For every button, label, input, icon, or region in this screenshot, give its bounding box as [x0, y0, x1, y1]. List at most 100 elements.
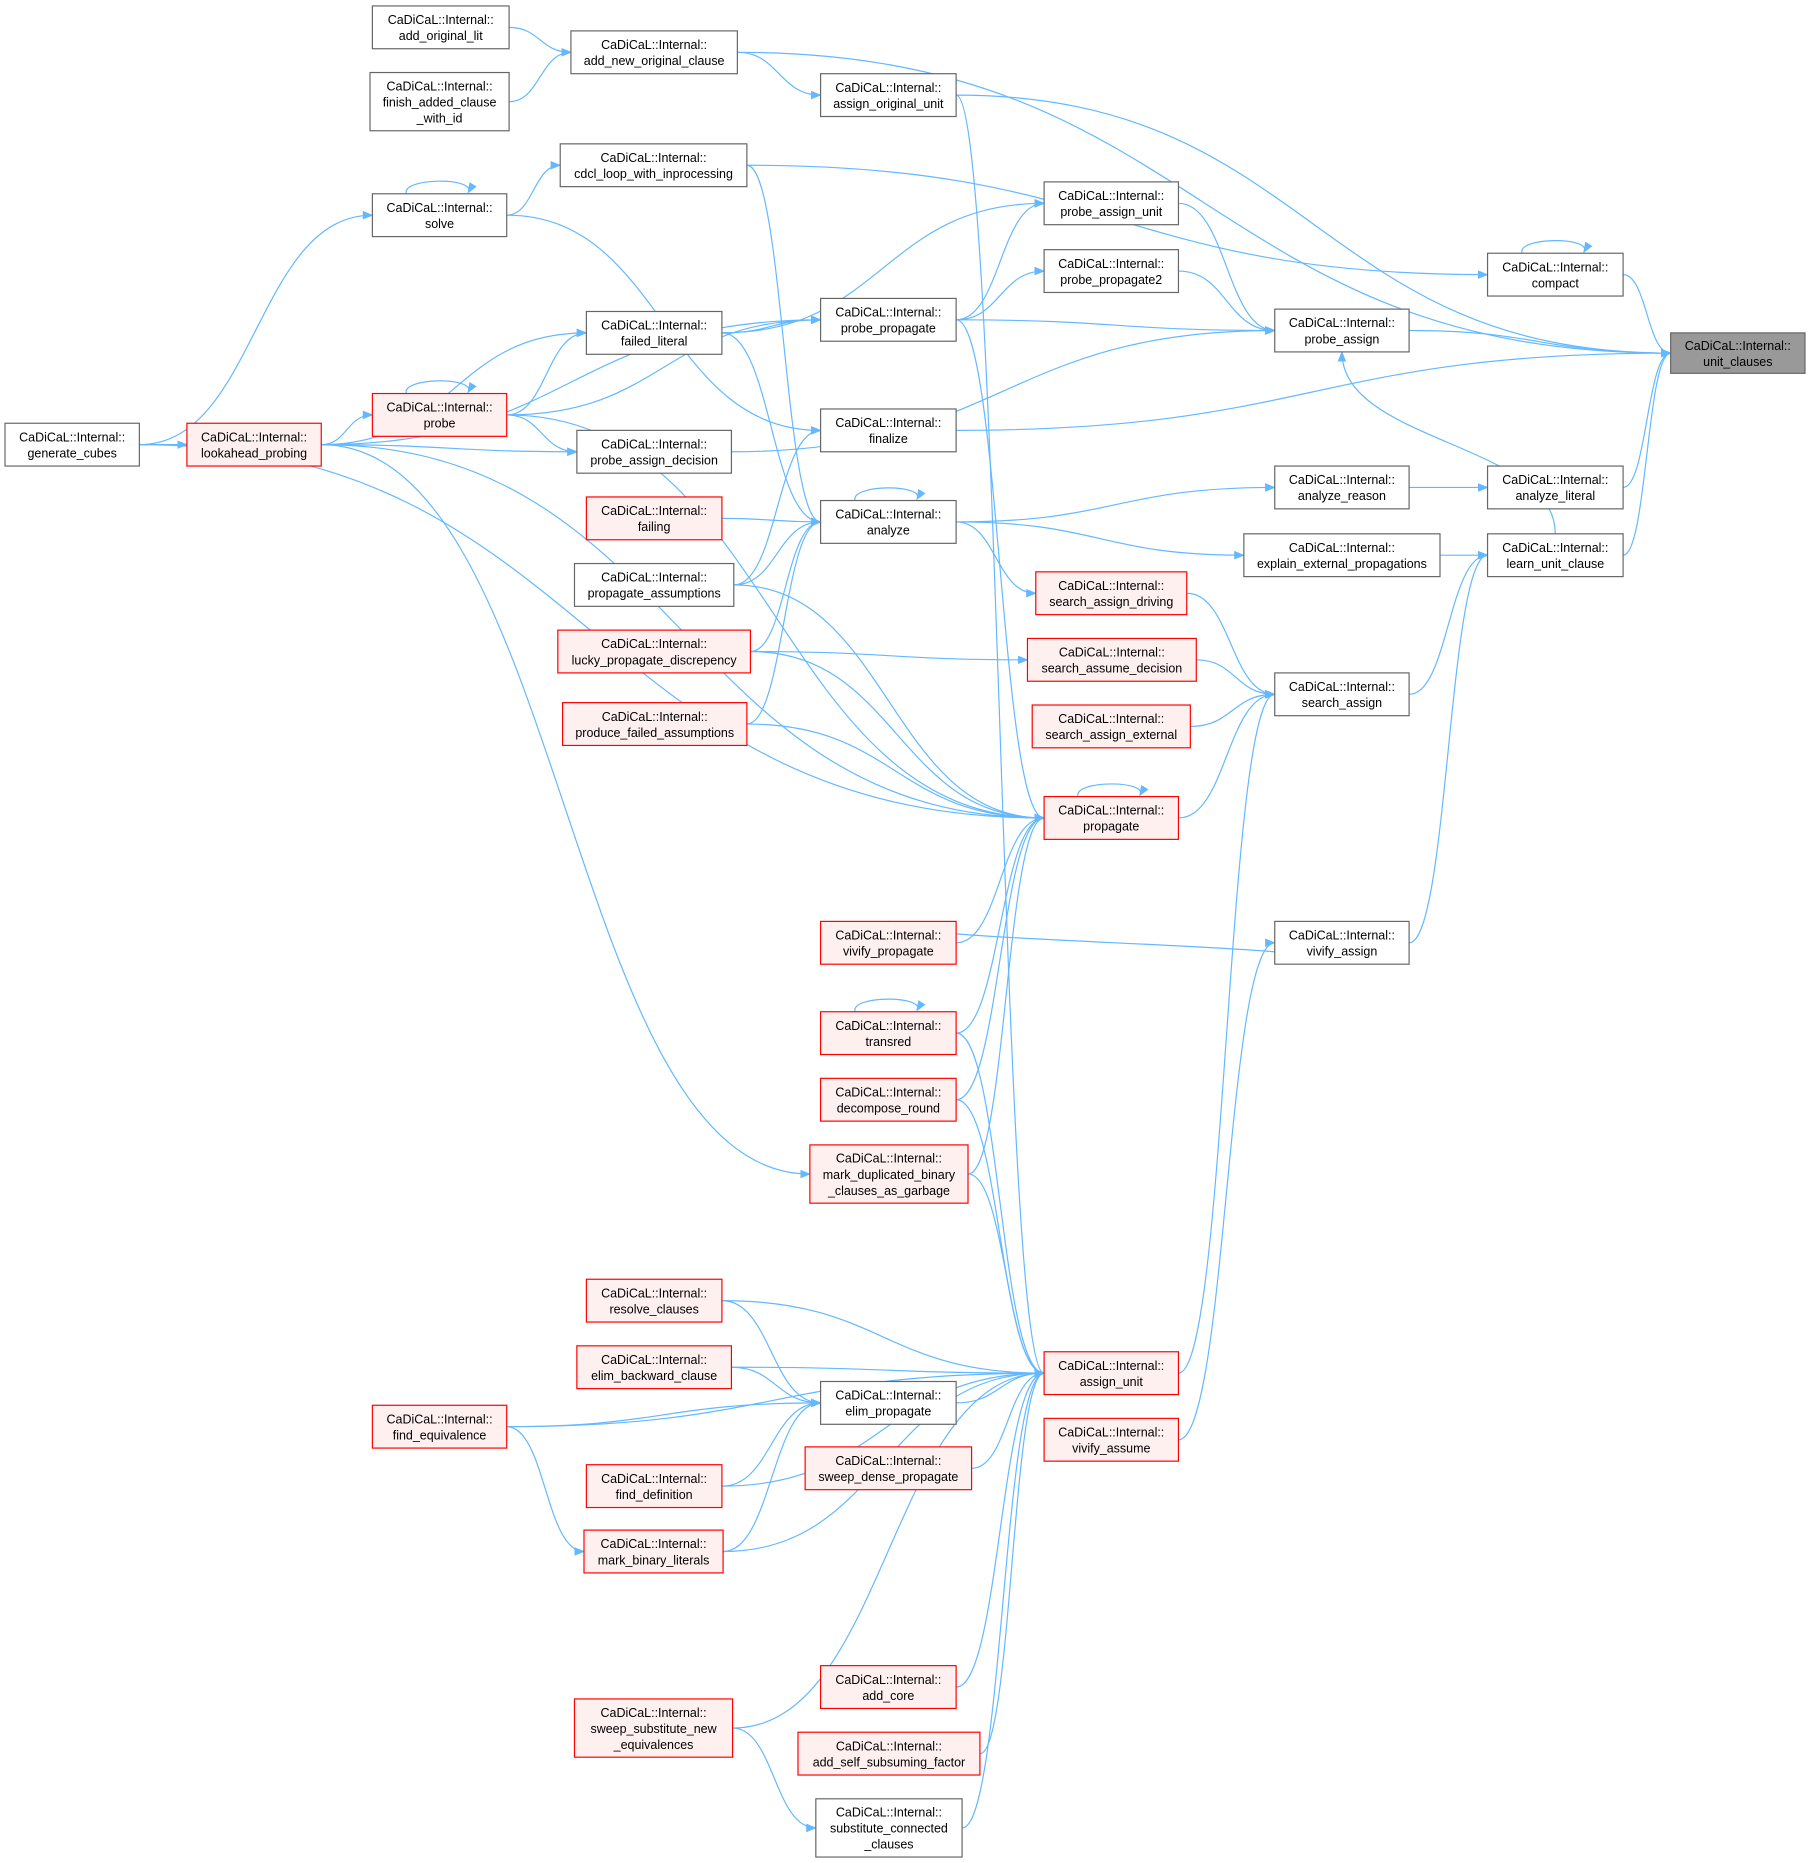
- edge-probe-to-probe_assign_decision: [506, 414, 578, 457]
- node-box: [1670, 332, 1806, 374]
- edge-lucky_propagate_discrepency-to-propagate: [750, 650, 1046, 823]
- node-generate-cubes[interactable]: CaDiCaL::Internal::generate_cubes: [4, 422, 140, 467]
- node-add-self-subsuming-factor[interactable]: CaDiCaL::Internal::add_self_subsuming_fa…: [797, 1731, 981, 1776]
- node-box: [573, 562, 735, 607]
- node-transred[interactable]: CaDiCaL::Internal::transred: [819, 1011, 957, 1056]
- edge-transred-to-transred: [854, 998, 926, 1012]
- node-label-line: propagate: [1083, 820, 1139, 834]
- node-label-line: sweep_dense_propagate: [818, 1470, 958, 1484]
- node-assign-original-unit[interactable]: CaDiCaL::Internal::assign_original_unit: [819, 73, 957, 118]
- edge-lookahead_probing-to-probe_assign_decision: [321, 444, 578, 457]
- edge-elim_backward_clause-to-assign_unit: [731, 1366, 1046, 1378]
- node-add-core[interactable]: CaDiCaL::Internal::add_core: [819, 1665, 957, 1710]
- node-label-line: CaDiCaL::Internal::: [388, 13, 494, 27]
- node-label-line: CaDiCaL::Internal::: [601, 1472, 707, 1486]
- node-finish-added-clause-with-id[interactable]: CaDiCaL::Internal::finish_added_clause_w…: [369, 71, 510, 132]
- node-probe-assign-decision[interactable]: CaDiCaL::Internal::probe_assign_decision: [576, 429, 733, 474]
- node-probe-propagate[interactable]: CaDiCaL::Internal::probe_propagate: [819, 297, 957, 342]
- node-mark-duplicated-binary-clauses-as-garbage[interactable]: CaDiCaL::Internal::mark_duplicated_binar…: [809, 1144, 969, 1204]
- edge-sweep_dense_propagate-to-assign_unit: [971, 1368, 1046, 1469]
- node-label-line: transred: [865, 1035, 911, 1049]
- node-cdcl-loop-with-inprocessing[interactable]: CaDiCaL::Internal::cdcl_loop_with_inproc…: [559, 143, 748, 188]
- node-search-assume-decision[interactable]: CaDiCaL::Internal::search_assume_decisio…: [1026, 637, 1197, 682]
- node-lookahead-probing[interactable]: CaDiCaL::Internal::lookahead_probing: [186, 422, 322, 467]
- node-label-line: decompose_round: [837, 1102, 940, 1116]
- edge-search_assume_decision-to-search_assign: [1196, 659, 1276, 699]
- node-search-assign-driving[interactable]: CaDiCaL::Internal::search_assign_driving: [1035, 571, 1188, 616]
- node-probe-assign-unit[interactable]: CaDiCaL::Internal::probe_assign_unit: [1043, 181, 1180, 226]
- node-label-line: search_assign: [1302, 696, 1382, 710]
- node-box: [570, 30, 738, 75]
- node-produce-failed-assumptions[interactable]: CaDiCaL::Internal::produce_failed_assump…: [562, 702, 748, 747]
- node-elim-backward-clause[interactable]: CaDiCaL::Internal::elim_backward_clause: [576, 1345, 733, 1390]
- node-mark-binary-literals[interactable]: CaDiCaL::Internal::mark_binary_literals: [583, 1529, 724, 1574]
- node-add-original-lit[interactable]: CaDiCaL::Internal::add_original_lit: [371, 5, 510, 50]
- node-lucky-propagate-discrepency[interactable]: CaDiCaL::Internal::lucky_propagate_discr…: [557, 629, 752, 674]
- node-sweep-substitute-new-equivalences[interactable]: CaDiCaL::Internal::sweep_substitute_new_…: [573, 1698, 734, 1758]
- edge-mark_duplicated_binary_clauses_as_garbage-to-propagate: [967, 813, 1046, 1175]
- node-label-line: vivify_propagate: [843, 945, 934, 959]
- node-box: [819, 1665, 957, 1710]
- edge-compact-to-compact: [1521, 240, 1593, 254]
- node-vivify-assign[interactable]: CaDiCaL::Internal::vivify_assign: [1274, 920, 1410, 965]
- node-decompose-round[interactable]: CaDiCaL::Internal::decompose_round: [819, 1077, 957, 1122]
- node-find-definition[interactable]: CaDiCaL::Internal::find_definition: [585, 1464, 723, 1509]
- edge-propagate-to-search_assign: [1178, 690, 1276, 819]
- node-label-line: CaDiCaL::Internal::: [1058, 189, 1164, 203]
- node-find-equivalence[interactable]: CaDiCaL::Internal::find_equivalence: [371, 1404, 508, 1449]
- edge-produce_failed_assumptions-to-analyze: [746, 517, 822, 725]
- node-analyze[interactable]: CaDiCaL::Internal::analyze: [819, 499, 957, 544]
- node-resolve-clauses[interactable]: CaDiCaL::Internal::resolve_clauses: [585, 1278, 723, 1323]
- node-label-line: CaDiCaL::Internal::: [1289, 316, 1395, 330]
- node-box: [371, 392, 508, 437]
- node-box: [1043, 795, 1180, 840]
- node-unit-clauses[interactable]: CaDiCaL::Internal::unit_clauses: [1670, 332, 1806, 374]
- node-box: [819, 1011, 957, 1056]
- node-label-line: CaDiCaL::Internal::: [1502, 541, 1608, 555]
- node-learn-unit-clause[interactable]: CaDiCaL::Internal::learn_unit_clause: [1486, 533, 1624, 578]
- node-analyze-reason[interactable]: CaDiCaL::Internal::analyze_reason: [1274, 465, 1410, 510]
- node-compact[interactable]: CaDiCaL::Internal::compact: [1486, 252, 1624, 297]
- edge-decompose_round-to-propagate: [956, 813, 1046, 1101]
- node-box: [1035, 571, 1188, 616]
- node-search-assign[interactable]: CaDiCaL::Internal::search_assign: [1274, 672, 1410, 717]
- node-vivify-assume[interactable]: CaDiCaL::Internal::vivify_assume: [1043, 1417, 1180, 1462]
- node-label-line: CaDiCaL::Internal::: [601, 38, 707, 52]
- node-finalize[interactable]: CaDiCaL::Internal::finalize: [819, 408, 957, 453]
- node-box: [1486, 252, 1624, 297]
- node-label-line: CaDiCaL::Internal::: [835, 416, 941, 430]
- node-box: [1043, 1417, 1180, 1462]
- edge-solve-to-cdcl_loop_with_inprocessing: [506, 160, 562, 216]
- node-analyze-literal[interactable]: CaDiCaL::Internal::analyze_literal: [1486, 465, 1624, 510]
- edge-probe-to-propagate: [506, 414, 1046, 823]
- edge-analyze-to-analyze: [854, 487, 926, 501]
- node-label-line: CaDiCaL::Internal::: [387, 201, 493, 215]
- node-box: [562, 702, 748, 747]
- node-label-line: probe_assign: [1304, 332, 1379, 346]
- node-assign-unit[interactable]: CaDiCaL::Internal::assign_unit: [1043, 1351, 1180, 1396]
- node-substitute-connected-clauses[interactable]: CaDiCaL::Internal::substitute_connected_…: [815, 1798, 963, 1858]
- node-elim-propagate[interactable]: CaDiCaL::Internal::elim_propagate: [819, 1380, 957, 1425]
- node-propagate-assumptions[interactable]: CaDiCaL::Internal::propagate_assumptions: [573, 562, 735, 607]
- node-sweep-dense-propagate[interactable]: CaDiCaL::Internal::sweep_dense_propagate: [804, 1446, 973, 1491]
- edge-mark_duplicated_binary_clauses_as_garbage-to-assign_unit: [967, 1173, 1046, 1378]
- node-propagate[interactable]: CaDiCaL::Internal::propagate: [1043, 795, 1180, 840]
- node-probe[interactable]: CaDiCaL::Internal::probe: [371, 392, 508, 437]
- node-box: [186, 422, 322, 467]
- edge-add_self_subsuming_factor-to-assign_unit: [979, 1369, 1046, 1755]
- node-probe-assign[interactable]: CaDiCaL::Internal::probe_assign: [1274, 308, 1410, 353]
- node-failing[interactable]: CaDiCaL::Internal::failing: [585, 496, 723, 541]
- node-probe-propagate2[interactable]: CaDiCaL::Internal::probe_propagate2: [1043, 249, 1180, 294]
- node-label-line: CaDiCaL::Internal::: [602, 710, 708, 724]
- node-label-line: CaDiCaL::Internal::: [835, 929, 941, 943]
- node-box: [585, 496, 723, 541]
- node-solve[interactable]: CaDiCaL::Internal::solve: [371, 193, 508, 238]
- edge-add_original_lit-to-add_new_original_clause: [509, 26, 572, 57]
- node-search-assign-external[interactable]: CaDiCaL::Internal::search_assign_externa…: [1031, 704, 1191, 749]
- node-label-line: CaDiCaL::Internal::: [387, 401, 493, 415]
- node-add-new-original-clause[interactable]: CaDiCaL::Internal::add_new_original_clau…: [570, 30, 738, 75]
- edge-probe-to-probe: [405, 380, 477, 394]
- node-vivify-propagate[interactable]: CaDiCaL::Internal::vivify_propagate: [819, 920, 957, 965]
- node-failed-literal[interactable]: CaDiCaL::Internal::failed_literal: [585, 310, 723, 355]
- node-explain-external-propagations[interactable]: CaDiCaL::Internal::explain_external_prop…: [1243, 533, 1441, 578]
